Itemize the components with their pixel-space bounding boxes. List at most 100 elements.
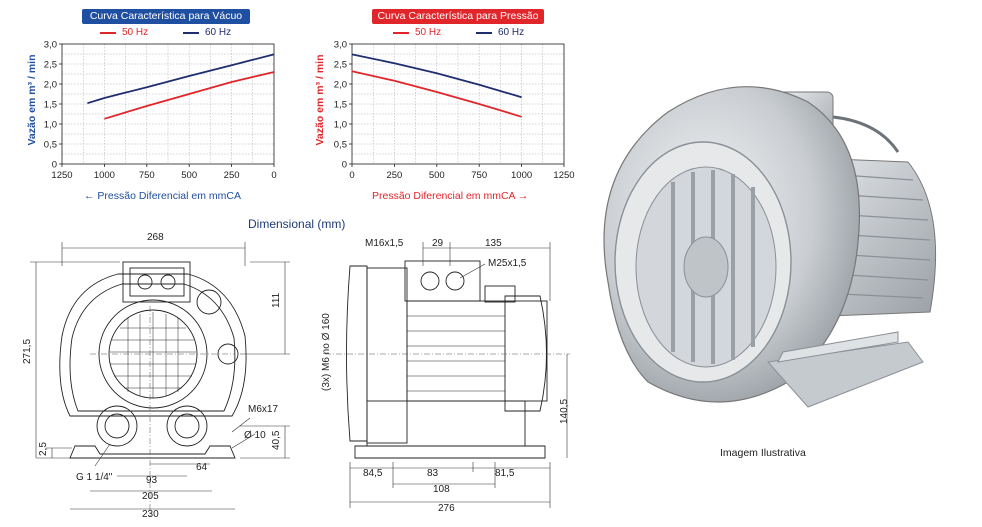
chart-vacuum-plot: 0 0,5 1,0 1,5 2,0 2,5 3,0 1250 1000 750 500 250 0 [44, 40, 277, 182]
legend-label: 50 Hz [122, 27, 149, 38]
pressure-series-50hz-line [351, 70, 522, 118]
vacuum-x-tick-label: 250 [224, 170, 240, 181]
mounting-base [69, 445, 236, 459]
vacuum-y-tick-label: 1,0 [44, 120, 57, 131]
dim-m25: M25x1,5 [488, 258, 527, 269]
dim-holes: (3x) M6 no Ø 160 [321, 313, 332, 391]
chart-vacuum-xlabel-text: Pressão Diferencial em mmCA [97, 190, 241, 202]
terminal-box-lid [129, 267, 185, 297]
illustration-caption: Imagem Ilustrativa [720, 447, 806, 459]
chart-pressure-title: Curva Característica para Pressão [372, 9, 544, 24]
vacuum-series-60hz-line [87, 53, 275, 105]
chart-pressure-xlabel-text: Pressão Diferencial em mmCA [372, 190, 515, 202]
dim-29: 29 [432, 238, 444, 249]
housing-body [366, 267, 408, 444]
chart-vacuum-title: Curva Característica para Vácuo [82, 9, 250, 24]
vacuum-y-tick-label: 0,5 [44, 140, 57, 151]
chart-pressure-xlabel: Pressão Diferencial em mmCA → [372, 190, 528, 202]
dimensional-title: Dimensional (mm) [248, 217, 346, 231]
inlet-port [96, 405, 138, 447]
housing-outline [59, 273, 247, 417]
arrow-right-icon: → [517, 190, 529, 202]
dim-271-5: 271,5 [22, 339, 33, 364]
cable-gland [137, 274, 153, 290]
vacuum-x-tick-label: 500 [181, 170, 197, 181]
front-view-drawing: 268 111 271,5 M6x17 Ø 10 40,5 2,5 64 93 … [22, 232, 290, 520]
terminal-box-side [404, 260, 481, 302]
mounting-base-side [354, 445, 546, 459]
cable [832, 115, 900, 153]
arrow-left-icon: ← [84, 190, 95, 202]
vacuum-x-tick-label: 1250 [51, 170, 72, 181]
vacuum-y-tick-label: 2,5 [44, 60, 57, 71]
vacuum-x-tick-label: 0 [271, 170, 276, 181]
dim-64: 64 [196, 462, 208, 473]
dim-140-5: 140,5 [559, 399, 570, 424]
dim-276: 276 [438, 503, 455, 514]
chart-vacuum-xlabel: ← Pressão Diferencial em mmCA [84, 190, 241, 202]
lower-housing [366, 400, 526, 447]
vacuum-x-tick-label: 1000 [94, 170, 115, 181]
terminal-box [122, 261, 191, 303]
dim-2-5: 2,5 [38, 442, 49, 456]
pressure-y-tick-label: 1,5 [334, 100, 347, 111]
dim-40-5: 40,5 [271, 430, 282, 450]
cable-gland [445, 271, 465, 291]
legend-label: 50 Hz [415, 27, 442, 38]
pressure-y-tick-label: 0,5 [334, 140, 347, 151]
dim-84-5: 84,5 [363, 468, 383, 479]
housing-inner-outline [69, 283, 236, 412]
side-boss [217, 343, 239, 365]
vacuum-y-tick-label: 3,0 [44, 40, 57, 51]
outlet-port-bore [174, 413, 200, 439]
legend-swatch [100, 31, 116, 34]
dim-g114: G 1 1/4" [76, 472, 113, 483]
dim-268: 268 [147, 232, 164, 243]
dim-m16: M16x1,5 [365, 238, 404, 249]
chart-vacuum-legend-50hz: 50 Hz [100, 27, 148, 38]
pressure-x-tick-label: 250 [386, 170, 402, 181]
pressure-y-tick-label: 2,5 [334, 60, 347, 71]
pressure-series-60hz-line [351, 53, 522, 99]
capacitor-side [484, 285, 516, 303]
legend-label: 60 Hz [205, 27, 232, 38]
legend-label: 60 Hz [498, 27, 525, 38]
pressure-y-tick-label: 2,0 [334, 80, 347, 91]
base-plate [767, 341, 924, 408]
cable-gland [160, 274, 176, 290]
dim-108: 108 [433, 484, 450, 495]
outlet-port [166, 405, 208, 447]
vacuum-x-tick-label: 750 [139, 170, 155, 181]
legend-swatch [183, 31, 199, 34]
chart-pressure-legend-60hz: 60 Hz [476, 27, 524, 38]
dim-93: 93 [146, 475, 158, 486]
dim-205: 205 [142, 491, 159, 502]
dim-135: 135 [485, 238, 502, 249]
vacuum-y-tick-label: 2,0 [44, 80, 57, 91]
pressure-y-tick-label: 3,0 [334, 40, 347, 51]
legend-swatch [476, 31, 492, 34]
housing-side [346, 265, 368, 442]
dim-phi10: Ø 10 [244, 430, 266, 441]
vacuum-y-tick-label: 0 [52, 160, 57, 171]
capacitor [196, 289, 222, 315]
dim-81-5: 81,5 [495, 468, 515, 479]
dim-230: 230 [142, 509, 159, 520]
vacuum-series-50hz-line [104, 71, 275, 120]
chart-vacuum-legend-60hz: 60 Hz [183, 27, 231, 38]
dim-m6x17: M6x17 [248, 404, 278, 415]
chart-pressure-legend-50hz: 50 Hz [393, 27, 441, 38]
side-view-drawing: M16x1,5 29 135 M25x1,5 (3x) M6 no Ø 160 … [321, 238, 570, 514]
fan-cover-side [504, 295, 547, 412]
pressure-x-tick-label: 0 [349, 170, 354, 181]
base-bracket [777, 331, 899, 363]
pressure-x-tick-label: 750 [471, 170, 487, 181]
vacuum-y-tick-label: 1,5 [44, 100, 57, 111]
inlet-port-bore [104, 413, 130, 439]
impeller-hub [683, 236, 729, 298]
legend-swatch [393, 31, 409, 34]
pressure-y-tick-label: 0 [342, 160, 347, 171]
pressure-x-tick-label: 1000 [511, 170, 532, 181]
pressure-y-tick-label: 1,0 [334, 120, 347, 131]
